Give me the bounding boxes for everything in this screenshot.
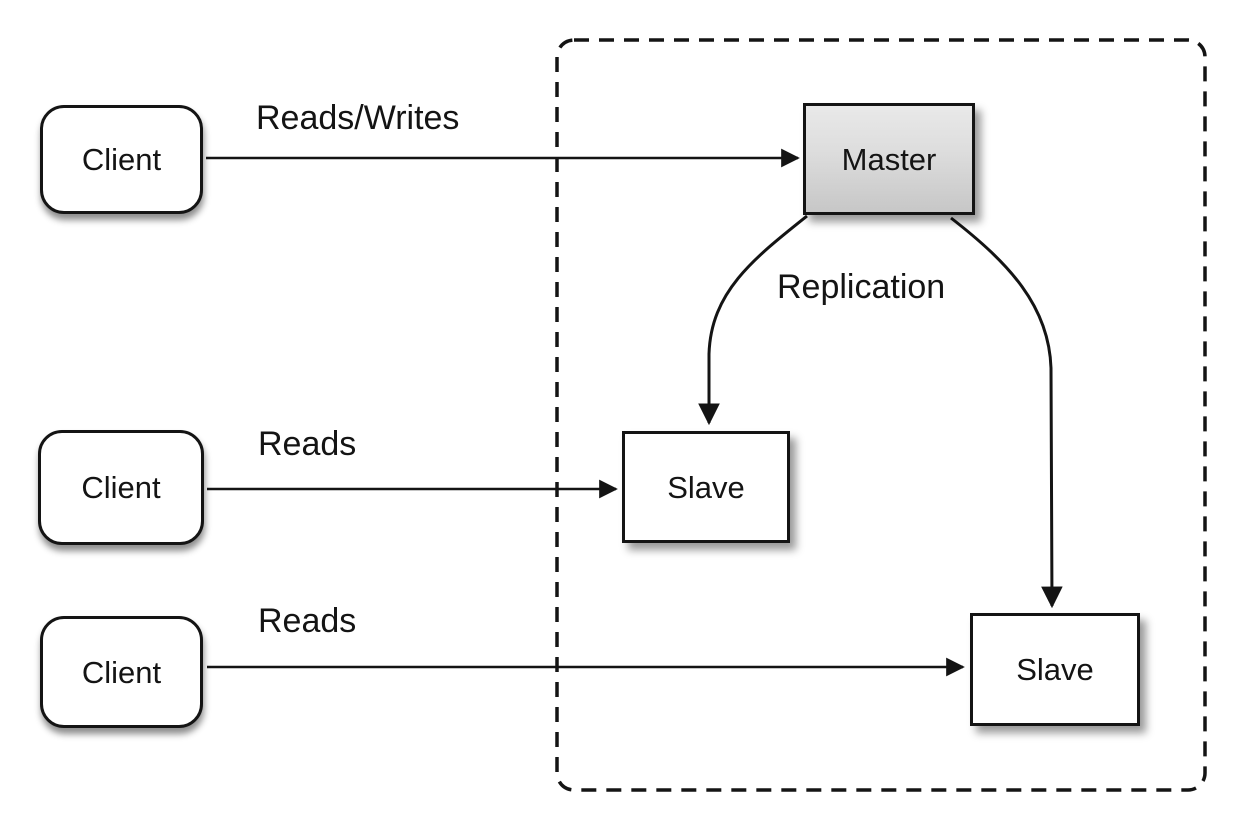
edge-label-reads-client2: Reads <box>258 425 357 463</box>
slave-node-1-label: Slave <box>667 469 745 505</box>
client-node-1-label: Client <box>81 142 162 177</box>
edge-label-reads-client3: Reads <box>258 602 357 640</box>
cluster-boundary-dashed-box <box>555 38 1207 792</box>
master-node: Master <box>803 103 975 215</box>
client-node-2: Client <box>38 430 204 545</box>
client-node-1: Client <box>40 105 203 214</box>
client-node-3: Client <box>40 616 203 728</box>
arrow-replication-master-to-slave2 <box>950 216 1063 609</box>
slave-node-2-label: Slave <box>1016 652 1094 687</box>
client-node-3-label: Client <box>81 654 162 690</box>
edge-label-replication: Replication <box>777 268 946 306</box>
client-node-2-label: Client <box>81 470 161 505</box>
master-node-label: Master <box>841 141 937 177</box>
arrow-replication-master-to-slave1 <box>698 214 808 426</box>
slave-node-2: Slave <box>970 613 1140 726</box>
edge-label-reads-writes: Reads/Writes <box>256 99 460 137</box>
slave-node-1: Slave <box>622 431 790 543</box>
